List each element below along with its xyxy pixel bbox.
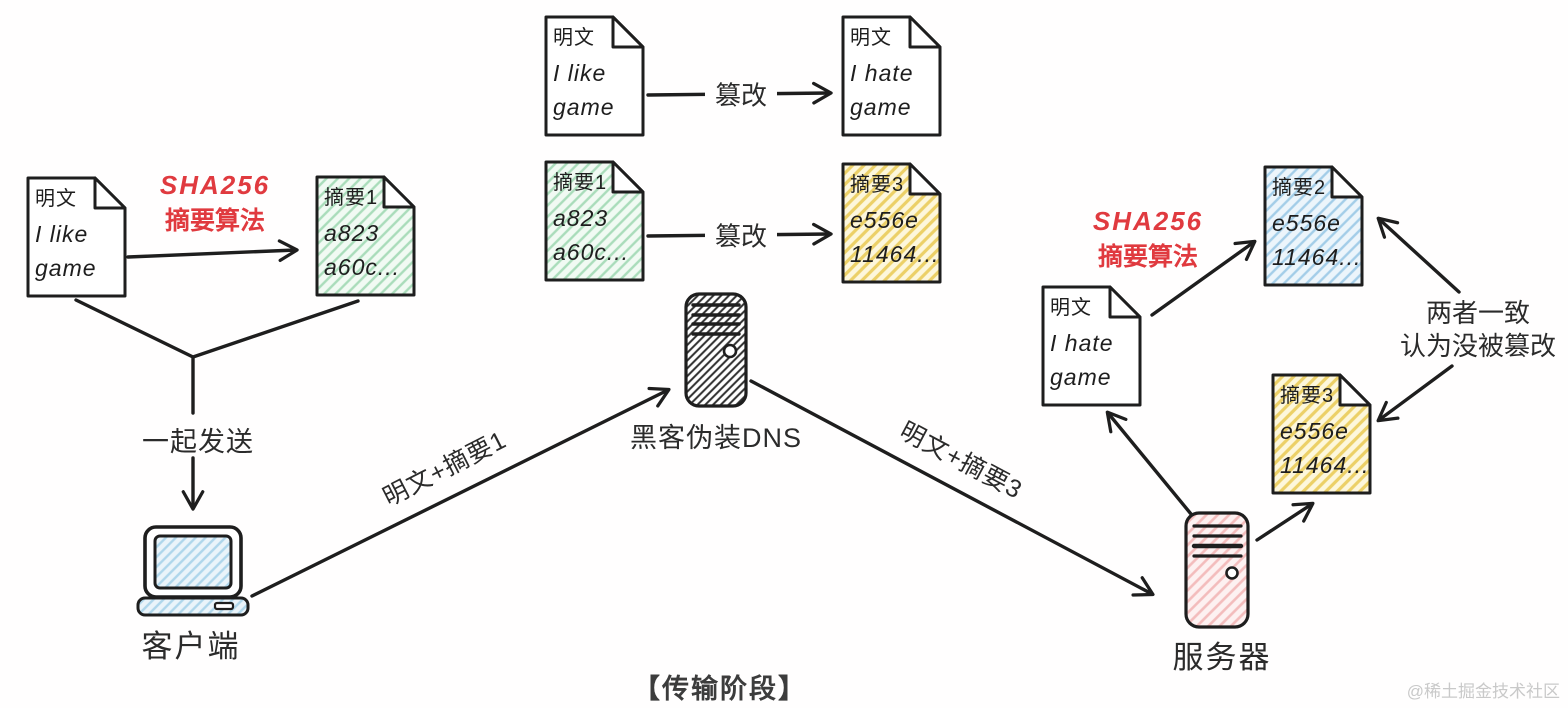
doc-line: I like: [35, 221, 89, 247]
match-note: 两者一致 认为没被篡改: [1400, 297, 1556, 363]
doc-title: 明文: [850, 27, 892, 49]
digest3-doc-received: 摘要3 e556e 11464...: [1270, 372, 1373, 496]
doc-line: a823: [324, 220, 380, 246]
document-icon: [841, 162, 942, 284]
doc-line: 11464...: [850, 241, 940, 267]
doc-line: I hate: [1050, 330, 1114, 356]
doc-title: 摘要2: [1272, 177, 1327, 199]
tamper-label-plaintext: 篡改: [704, 75, 778, 113]
receiving-server: [1183, 510, 1251, 630]
server-icon: [1184, 511, 1250, 629]
document-icon: [315, 175, 416, 297]
sha256-note-line1: SHA256: [159, 170, 271, 200]
tamper-label-digest: 篡改: [704, 216, 778, 254]
arrow-hacker-to-server: [749, 379, 1155, 597]
stage-caption: 【传输阶段】: [633, 674, 807, 704]
arrow-client-to-hacker: [250, 386, 671, 598]
doc-line: e556e: [850, 207, 919, 233]
doc-line: a823: [553, 205, 609, 231]
arrow-note-to-digest2: [1376, 216, 1461, 294]
doc-title: 摘要3: [850, 174, 905, 196]
sha256-note-line2: 摘要算法: [164, 207, 265, 235]
doc-line: 11464...: [1272, 244, 1362, 270]
doc-line: a60c...: [324, 254, 401, 280]
sha256-note-line1: SHA256: [1092, 206, 1204, 236]
client-computer: [135, 524, 251, 618]
doc-line: I like: [553, 60, 607, 86]
client-label: 客户端: [141, 629, 241, 664]
sha256-note-left: SHA256 摘要算法: [160, 170, 270, 237]
hacker-dns-server: [683, 291, 749, 409]
doc-line: e556e: [1272, 210, 1341, 236]
digest1-doc-left: 摘要1 a823 a60c...: [314, 174, 417, 298]
match-note-line2: 认为没被篡改: [1399, 331, 1557, 361]
document-icon: [544, 160, 645, 282]
match-note-line1: 两者一致: [1425, 298, 1531, 328]
doc-line: game: [553, 94, 615, 120]
doc-title: 明文: [553, 27, 595, 49]
send-together-label: 一起发送: [142, 427, 254, 457]
doc-line: game: [850, 94, 912, 120]
plaintext-doc-before-tamper: 明文 I like game: [543, 14, 646, 138]
sha256-note-line2: 摘要算法: [1097, 243, 1198, 271]
arrow-plain-to-digest2: [1150, 239, 1257, 317]
document-icon: [1271, 373, 1372, 495]
arrow-plain-to-digest1: [126, 239, 299, 263]
doc-title: 摘要1: [324, 187, 379, 209]
doc-line: I hate: [850, 60, 914, 86]
hacker-dns-label: 黑客伪装DNS: [629, 423, 803, 453]
doc-line: a60c...: [553, 239, 630, 265]
digest3-doc-after-tamper: 摘要3 e556e 11464...: [840, 161, 943, 285]
document-icon: [841, 15, 942, 137]
document-icon: [26, 176, 127, 298]
doc-line: e556e: [1280, 418, 1349, 444]
hacker-server-icon: [684, 292, 748, 408]
doc-line: 11464...: [1280, 452, 1370, 478]
watermark: @稀土掘金技术社区: [1406, 682, 1560, 701]
document-icon: [1263, 165, 1364, 287]
arrow-note-to-digest3: [1376, 364, 1454, 423]
merge-lines: [74, 298, 360, 415]
plaintext-doc-after-tamper: 明文 I hate game: [840, 14, 943, 138]
arrow-server-to-plain: [1105, 410, 1193, 516]
digest1-doc-before-tamper: 摘要1 a823 a60c...: [543, 159, 646, 283]
document-icon: [544, 15, 645, 137]
doc-title: 摘要1: [553, 172, 608, 194]
doc-line: game: [1050, 364, 1112, 390]
digest2-doc-server: 摘要2 e556e 11464...: [1262, 164, 1365, 288]
sha256-note-right: SHA256 摘要算法: [1093, 206, 1203, 273]
plaintext-doc-left: 明文 I like game: [25, 175, 128, 299]
doc-line: game: [35, 255, 97, 281]
doc-title: 摘要3: [1280, 385, 1335, 407]
document-icon: [1041, 285, 1142, 407]
plaintext-doc-server: 明文 I hate game: [1040, 284, 1143, 408]
client-computer-icon: [136, 525, 250, 617]
arrow-server-to-digest3: [1255, 501, 1315, 542]
doc-title: 明文: [35, 188, 77, 210]
doc-title: 明文: [1050, 297, 1092, 319]
server-label: 服务器: [1172, 640, 1272, 675]
